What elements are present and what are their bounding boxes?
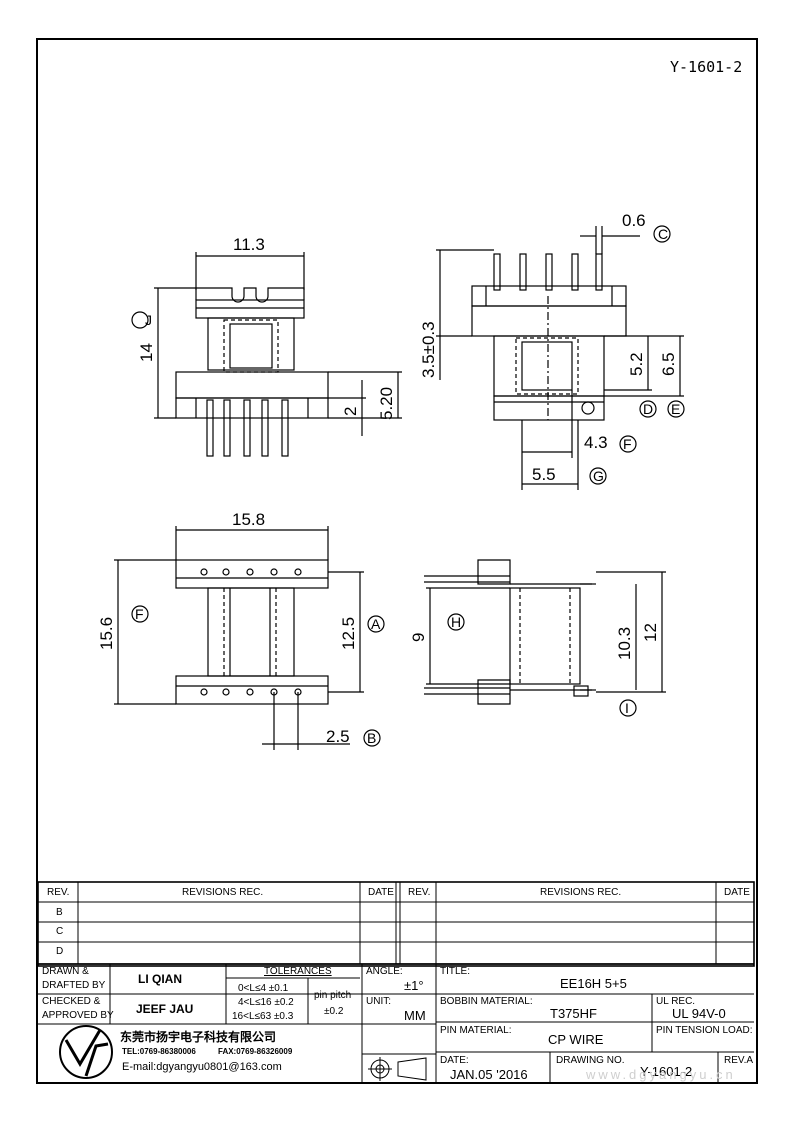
- checked-value: JEEF JAU: [136, 1002, 194, 1016]
- title-label: TITLE:: [440, 966, 471, 977]
- rev-row-c: C: [56, 926, 64, 937]
- dim-front-height: 14: [137, 343, 156, 362]
- pin-pitch-value: ±0.2: [324, 1006, 344, 1017]
- drawn-value: LI QIAN: [138, 972, 182, 986]
- drawn-label-2: DRAFTED BY: [42, 980, 106, 991]
- pin-material-label: PIN MATERIAL:: [440, 1025, 512, 1036]
- drawn-label-1: DRAWN &: [42, 966, 89, 977]
- label-j: J: [145, 312, 152, 328]
- top-view: [114, 526, 385, 750]
- dim-top-pitch: 2.5: [326, 727, 350, 746]
- rev-header-right: REV.: [408, 887, 431, 898]
- label-d: D: [643, 401, 653, 417]
- label-c: C: [658, 226, 668, 242]
- label-e: E: [671, 401, 680, 417]
- date-header-right: DATE: [724, 887, 750, 898]
- rev-header-left: REV.: [47, 887, 70, 898]
- label-f-side: F: [623, 436, 632, 452]
- drawing-no-value: Y-1601-2: [640, 1064, 693, 1079]
- dim-side-w1: 4.3: [584, 433, 608, 452]
- dim-side-h2: 6.5: [659, 352, 678, 376]
- dim-side-height: 3.5±0.3: [419, 321, 438, 378]
- date-label: DATE:: [440, 1055, 469, 1066]
- side-view-2: [424, 559, 666, 717]
- title-block-grid: [37, 881, 755, 1084]
- rev-value: REV.A: [724, 1055, 754, 1066]
- label-i: I: [625, 700, 629, 716]
- unit-value: MM: [404, 1008, 426, 1023]
- date-value: JAN.05 '2016: [450, 1067, 528, 1082]
- dim-side-h1: 5.2: [627, 352, 646, 376]
- drawing-number-top: Y-1601-2: [670, 58, 743, 76]
- title-value: EE16H 5+5: [560, 976, 627, 991]
- company-name: 东莞市扬宇电子科技有限公司: [120, 1030, 277, 1044]
- bobbin-label: BOBBIN MATERIAL:: [440, 996, 533, 1007]
- tolerance-1: 0<L≤4 ±0.1: [238, 983, 289, 994]
- dim-front-width: 11.3: [233, 235, 265, 254]
- pin-material-value: CP WIRE: [548, 1032, 604, 1047]
- company-fax: FAX:0769-86326009: [218, 1047, 293, 1056]
- drawing-no-label: DRAWING NO.: [556, 1055, 625, 1066]
- side-view: [436, 225, 685, 490]
- pin-tension-label: PIN TENSION LOAD:: [656, 1025, 753, 1036]
- dim-top-height: 15.6: [97, 617, 116, 650]
- dim-side2-h2: 12: [641, 623, 660, 642]
- unit-label: UNIT:: [366, 996, 391, 1007]
- rev-row-b: B: [56, 907, 63, 918]
- dim-front-base: 5.20: [377, 387, 396, 420]
- company-email: E-mail:dgyangyu0801@163.com: [122, 1061, 282, 1073]
- label-f-top: F: [135, 606, 144, 622]
- dim-side2-inner: 9: [409, 633, 428, 642]
- tolerance-3: 16<L≤63 ±0.3: [232, 1011, 294, 1022]
- dim-front-pin: 2: [341, 407, 360, 416]
- drawing-sheet: [36, 38, 758, 1084]
- label-a: A: [371, 616, 381, 632]
- tolerances-header: TOLERANCES: [264, 966, 332, 977]
- dim-top-inner: 12.5: [339, 617, 358, 650]
- date-header-left: DATE: [368, 887, 394, 898]
- dim-side-pin-thk: 0.6: [622, 211, 646, 230]
- checked-label-1: CHECKED &: [42, 996, 101, 1007]
- dim-side-w2: 5.5: [532, 465, 556, 484]
- bobbin-value: T375HF: [550, 1006, 597, 1021]
- checked-label-2: APPROVED BY: [42, 1010, 114, 1021]
- dim-side2-h1: 10.3: [615, 627, 634, 660]
- rev-row-d: D: [56, 946, 64, 957]
- label-h: H: [451, 614, 461, 630]
- tolerance-2: 4<L≤16 ±0.2: [238, 997, 294, 1008]
- angle-value: ±1°: [404, 978, 424, 993]
- watermark: www.dgyangyu.cn: [586, 1067, 736, 1082]
- front-view: [131, 252, 402, 457]
- angle-label: ANGLE:: [366, 966, 403, 977]
- dim-top-width: 15.8: [232, 510, 265, 529]
- pin-pitch-label: pin pitch: [314, 990, 352, 1001]
- ul-value: UL 94V-0: [672, 1006, 726, 1021]
- label-g: G: [593, 468, 604, 484]
- company-tel: TEL:0769-86380006: [122, 1047, 196, 1056]
- rec-header-right: REVISIONS REC.: [540, 887, 622, 898]
- label-b: B: [367, 730, 376, 746]
- rec-header-left: REVISIONS REC.: [182, 887, 264, 898]
- ul-label: UL REC.: [656, 996, 696, 1007]
